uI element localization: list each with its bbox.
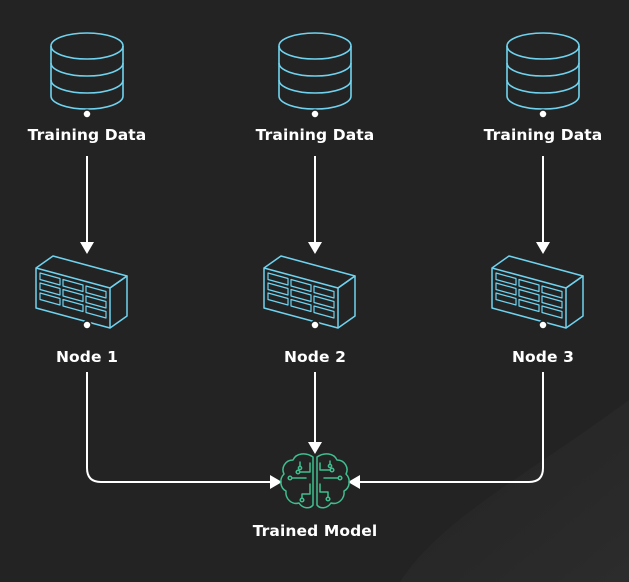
connector-dot <box>310 320 320 330</box>
arrow-data-to-node-2 <box>308 156 322 254</box>
database-icon <box>278 32 352 110</box>
connector-dot <box>82 320 92 330</box>
connector-dot <box>538 320 548 330</box>
background-shade <box>400 400 629 582</box>
arrow-data-to-node-1 <box>80 156 94 254</box>
connector-dot <box>538 109 548 119</box>
server-icon <box>491 255 584 329</box>
arrow-node-2-to-model <box>308 372 322 454</box>
node-label-2: Node 2 <box>283 348 346 366</box>
arrow-node-3-to-model <box>348 372 544 489</box>
database-icon <box>506 32 580 110</box>
node-label-3: Node 3 <box>511 348 574 366</box>
source-label-3: Training Data <box>483 126 603 144</box>
database-icon <box>50 32 124 110</box>
arrow-data-to-node-3 <box>536 156 550 254</box>
brain-circuit-icon <box>280 453 350 509</box>
model-label: Trained Model <box>252 522 378 540</box>
source-label-2: Training Data <box>255 126 375 144</box>
connector-dot <box>82 109 92 119</box>
connector-dot <box>310 109 320 119</box>
server-icon <box>263 255 356 329</box>
arrow-node-1-to-model <box>86 372 282 489</box>
source-label-1: Training Data <box>27 126 147 144</box>
server-icon <box>35 255 128 329</box>
node-label-1: Node 1 <box>55 348 118 366</box>
